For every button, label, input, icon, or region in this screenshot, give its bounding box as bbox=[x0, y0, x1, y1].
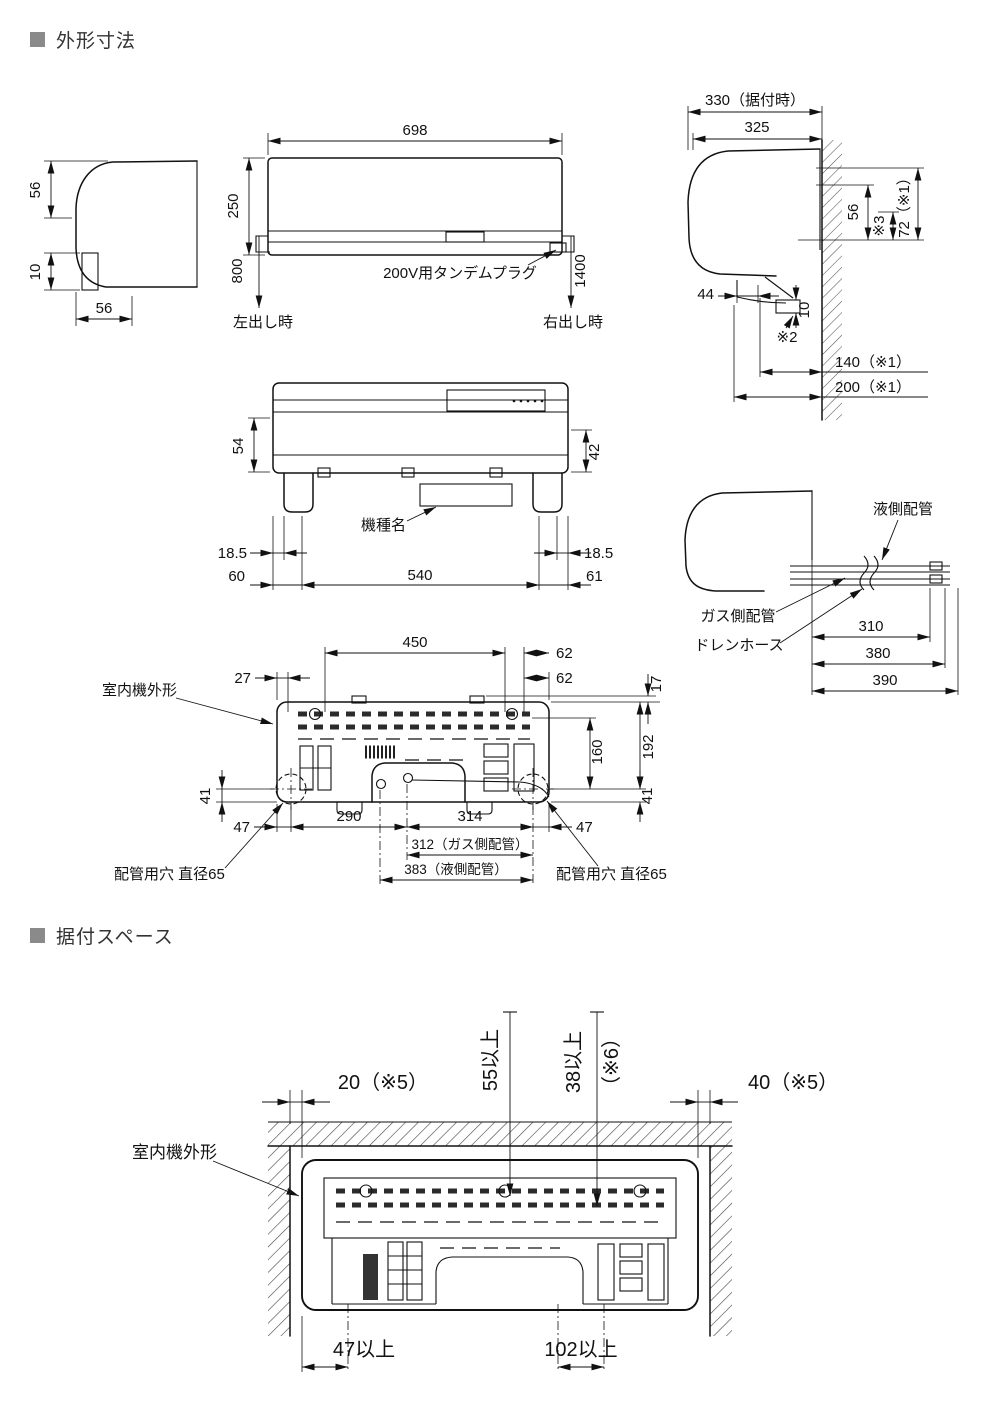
label-drain-hose: ドレンホース bbox=[694, 637, 783, 654]
label-nameplate: 機種名 bbox=[361, 517, 406, 534]
dim-38-min: 38以上 bbox=[562, 1031, 585, 1093]
note-ast3: ※3 bbox=[871, 216, 888, 237]
dim-40-ast5: 40（※5） bbox=[748, 1071, 838, 1094]
label-gas-pipe: ガス側配管 bbox=[700, 608, 775, 625]
wall-side-view: 330（据付時） 325 56 ※3 72（※1） 44 bbox=[687, 92, 928, 421]
dim-72-ast1: 72（※1） bbox=[896, 170, 913, 238]
dim-17: 17 bbox=[648, 676, 665, 693]
label-pipe-hole-right: 配管用穴 直径65 bbox=[556, 866, 667, 883]
note-ast2: ※2 bbox=[777, 329, 798, 346]
label-out-right: 右出し時 bbox=[543, 314, 603, 331]
dim-390: 390 bbox=[872, 672, 897, 689]
label-unit-outline-install: 室内機外形 bbox=[132, 1143, 217, 1162]
front-view-upper: 698 250 800 1400 左出し時 右出し時 200V用タンデムプラグ bbox=[225, 122, 603, 331]
dim-47-right: 47 bbox=[576, 819, 593, 836]
label-liquid-pipe: 液側配管 bbox=[873, 501, 933, 518]
dim-47-left: 47 bbox=[233, 819, 250, 836]
label-tandem-plug: 200V用タンデムプラグ bbox=[383, 264, 537, 282]
rear-view: 室内機外形 450 62 27 62 17 bbox=[102, 634, 667, 886]
section-header-installation: 据付スペース bbox=[30, 922, 174, 949]
dim-54: 54 bbox=[230, 438, 247, 455]
dim-450: 450 bbox=[402, 634, 427, 651]
dim-pipe-left-800: 800 bbox=[229, 258, 246, 283]
dim-18-5-right: 18.5 bbox=[584, 545, 613, 562]
piping-side-view: 液側配管 ガス側配管 ドレンホース 310 380 390 bbox=[684, 490, 959, 695]
section-title-dimensions: 外形寸法 bbox=[56, 31, 137, 52]
dim-312-gas: 312（ガス側配管） bbox=[411, 837, 528, 852]
section-bullet-icon bbox=[30, 32, 45, 47]
dim-41-left: 41 bbox=[197, 788, 214, 805]
dim-56-wall: 56 bbox=[845, 204, 862, 221]
dim-383-liquid: 383（液側配管） bbox=[404, 862, 508, 877]
dim-41-right: 41 bbox=[639, 788, 656, 805]
dim-20-ast5: 20（※5） bbox=[338, 1071, 428, 1094]
dim-44: 44 bbox=[697, 286, 714, 303]
dim-10-plate: 10 bbox=[796, 302, 813, 319]
dim-160: 160 bbox=[589, 739, 606, 764]
dim-140-ast1: 140（※1） bbox=[835, 354, 911, 371]
dim-27: 27 bbox=[234, 670, 251, 687]
section-title-installation: 据付スペース bbox=[56, 927, 174, 948]
dim-18-5-left: 18.5 bbox=[218, 545, 247, 562]
label-pipe-hole-left: 配管用穴 直径65 bbox=[114, 866, 225, 883]
dim-380: 380 bbox=[865, 645, 890, 662]
dim-side-foot-10: 10 bbox=[27, 264, 44, 281]
dim-front-width-698: 698 bbox=[402, 122, 427, 139]
dim-290: 290 bbox=[336, 808, 361, 825]
dim-62-row2: 62 bbox=[556, 670, 573, 687]
label-unit-outline-rear: 室内機外形 bbox=[102, 682, 177, 699]
dim-62-row1: 62 bbox=[556, 645, 573, 662]
dim-192: 192 bbox=[640, 734, 657, 759]
section-header-dimensions: 外形寸法 bbox=[30, 26, 136, 53]
dim-42: 42 bbox=[586, 444, 603, 461]
dim-310: 310 bbox=[858, 618, 883, 635]
side-view-small: 56 10 56 bbox=[27, 160, 198, 326]
installation-space-view: 55以上 38以上 （※6） 20（※5） 40（※5） 室内機外形 bbox=[132, 1011, 838, 1372]
dim-61: 61 bbox=[586, 568, 603, 585]
note-ast6: （※6） bbox=[600, 1028, 623, 1096]
dim-55-min: 55以上 bbox=[479, 1029, 502, 1091]
section-bullet-icon bbox=[30, 928, 45, 943]
dim-47-min: 47以上 bbox=[333, 1338, 395, 1361]
dim-325: 325 bbox=[744, 119, 769, 136]
dim-60: 60 bbox=[228, 568, 245, 585]
dim-314: 314 bbox=[457, 808, 482, 825]
dim-pipe-right-1400: 1400 bbox=[572, 254, 589, 287]
dim-side-top-56: 56 bbox=[27, 182, 44, 199]
label-out-left: 左出し時 bbox=[233, 314, 293, 331]
dim-200-ast1: 200（※1） bbox=[835, 379, 911, 396]
dim-540: 540 bbox=[407, 567, 432, 584]
front-view-lower: 機種名 54 42 18.5 bbox=[218, 382, 613, 590]
dim-side-bottom-56: 56 bbox=[96, 300, 113, 317]
dim-102-min: 102以上 bbox=[544, 1338, 617, 1361]
dim-front-height-250: 250 bbox=[225, 193, 242, 218]
dim-330-installed: 330（据付時） bbox=[705, 92, 805, 109]
